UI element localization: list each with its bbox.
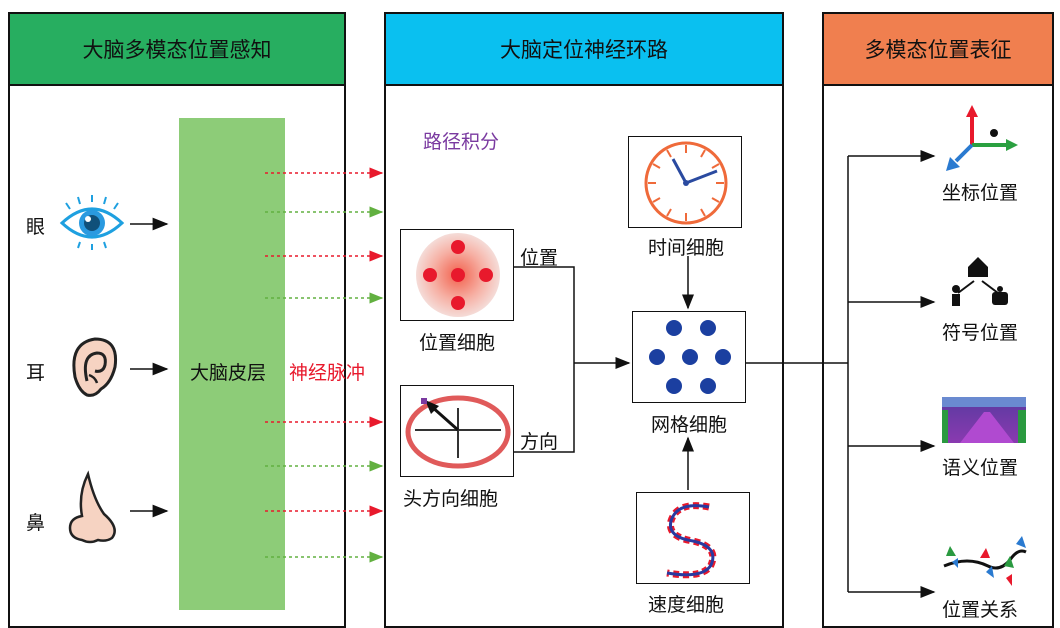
grid-cell-label: 网格细胞: [651, 414, 728, 436]
speed-cell-icon: [666, 502, 717, 579]
coordinate-position-label: 坐标位置: [942, 182, 1019, 204]
grid-cell-image: [632, 311, 746, 403]
speed-cell-image: [636, 492, 750, 584]
time-cell-image: [628, 136, 742, 228]
place-cell-label: 位置细胞: [419, 332, 496, 354]
path-integration-label: 路径积分: [423, 131, 500, 153]
grid-cell-icon: [649, 320, 731, 394]
ear-label: 耳: [26, 362, 46, 384]
circuit-panel-title: 大脑定位神经环路: [386, 14, 782, 86]
representation-panel: 多模态位置表征: [822, 12, 1054, 628]
place-cell-icon: [416, 233, 500, 317]
head-direction-cell-image: [400, 385, 514, 477]
position-relation-label: 位置关系: [942, 599, 1019, 621]
perception-panel-title: 大脑多模态位置感知: [10, 14, 344, 86]
edge-label-position: 位置: [520, 247, 559, 269]
head-direction-cell-icon: [405, 395, 511, 469]
time-cell-icon: [644, 141, 728, 225]
perception-panel: 大脑多模态位置感知: [8, 12, 346, 628]
place-cell-image: [400, 229, 514, 321]
nose-label: 鼻: [26, 512, 46, 534]
time-cell-label: 时间细胞: [648, 237, 725, 259]
edge-label-direction: 方向: [520, 431, 559, 453]
cortex-label: 大脑皮层: [190, 362, 267, 384]
cortex-bar: [179, 118, 285, 610]
speed-cell-label: 速度细胞: [648, 594, 725, 616]
representation-panel-title: 多模态位置表征: [824, 14, 1052, 86]
neural-impulse-label: 神经脉冲: [289, 362, 366, 384]
head-direction-cell-label: 头方向细胞: [403, 488, 499, 510]
symbolic-position-label: 符号位置: [942, 322, 1019, 344]
semantic-position-label: 语义位置: [942, 457, 1019, 479]
eye-label: 眼: [26, 216, 46, 238]
